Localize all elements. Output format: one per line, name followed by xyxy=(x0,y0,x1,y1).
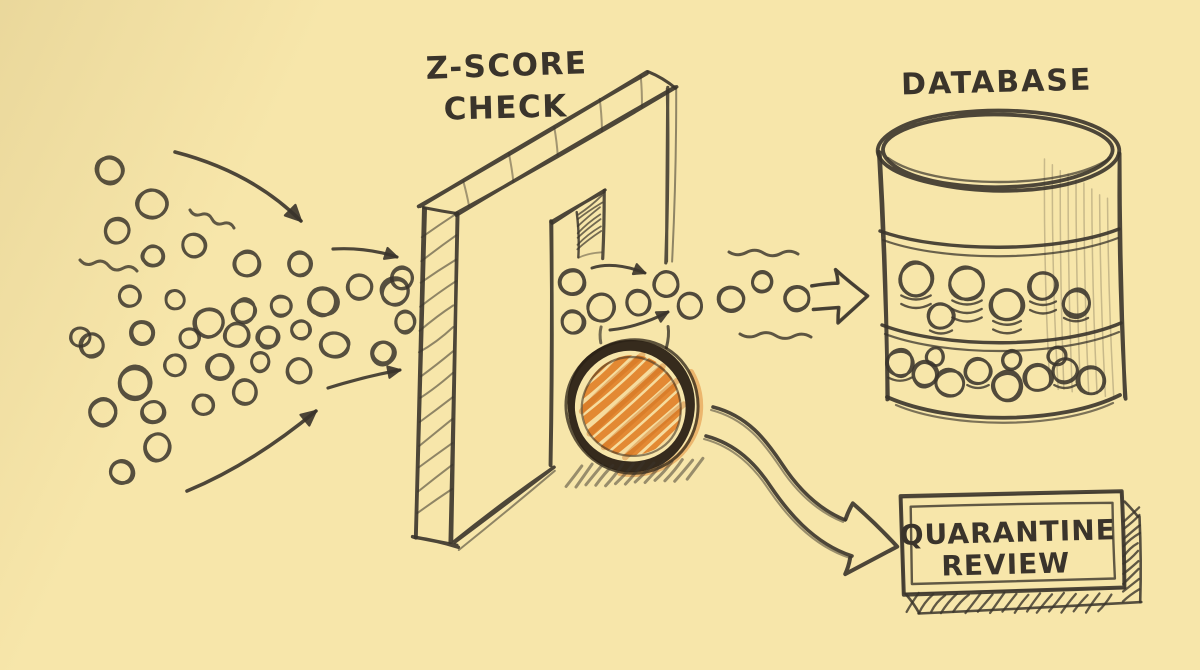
database-arrow-icon xyxy=(810,267,870,325)
quarantine-arrow-icon xyxy=(703,405,900,577)
passed-data-stream xyxy=(557,248,813,340)
outlier-ball-icon xyxy=(564,338,705,489)
inflow-data-stream xyxy=(69,150,417,493)
zscore-label-line2: CHECK xyxy=(443,88,568,127)
database-label: DATABASE xyxy=(901,63,1093,103)
quarantine-label-line2: REVIEW xyxy=(941,546,1071,582)
quarantine-review-box xyxy=(898,489,1143,615)
quarantine-label-line1: QUARANTINE xyxy=(899,513,1116,552)
zscore-label-line1: Z-SCORE xyxy=(425,45,588,87)
zscore-check-wall xyxy=(410,70,679,551)
database-cylinder-icon xyxy=(875,108,1128,424)
